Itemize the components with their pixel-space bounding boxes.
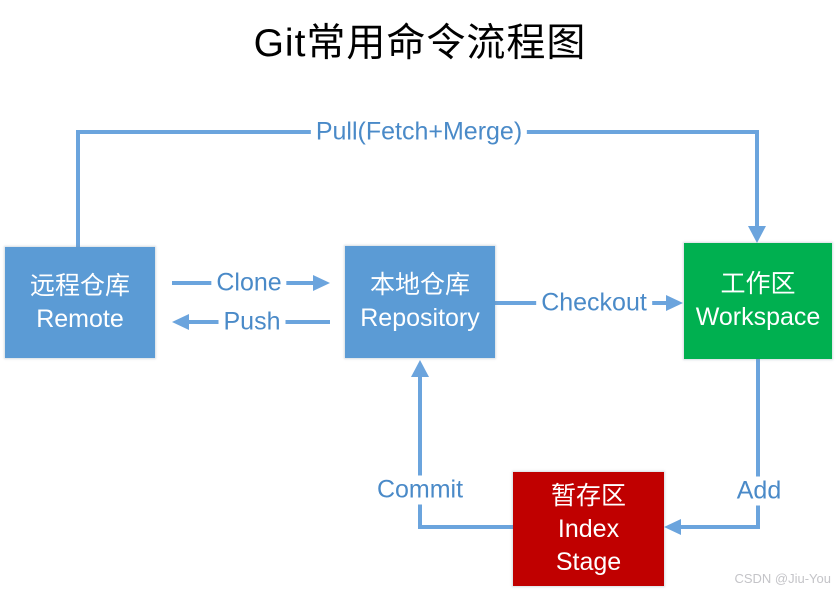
commit-edge-horizontal-segment (418, 525, 513, 529)
checkout-edge-label: Checkout (536, 288, 652, 318)
pull-arrowhead-icon (748, 226, 766, 243)
local-repo-label-zh: 本地仓库 (369, 271, 470, 299)
checkout-arrowhead-icon (666, 295, 683, 311)
watermark: CSDN @Jiu-You (734, 571, 831, 586)
index-stage-label-en2: Stage (555, 547, 622, 576)
push-arrowhead-icon (172, 314, 189, 330)
commit-arrowhead-icon (411, 360, 429, 377)
local-repo-label-en: Repository (360, 304, 480, 332)
index-stage-label-en1: Index (557, 514, 620, 543)
pull-edge-right-segment (755, 130, 759, 226)
workspace-label-en: Workspace (695, 303, 821, 331)
workspace-label-zh: 工作区 (720, 270, 796, 298)
add-arrowhead-icon (664, 519, 681, 535)
commit-edge-label: Commit (371, 475, 469, 505)
add-edge-label: Add (731, 476, 787, 506)
commit-edge-vertical-segment (418, 377, 422, 529)
clone-arrowhead-icon (313, 275, 330, 291)
workspace-node: 工作区 Workspace (684, 243, 832, 359)
add-edge-horizontal-segment (681, 525, 760, 529)
local-repo-node: 本地仓库 Repository (345, 246, 495, 358)
add-edge-vertical-segment (756, 359, 760, 529)
remote-repo-label-zh: 远程仓库 (29, 271, 130, 300)
remote-repo-label-en: Remote (36, 304, 124, 333)
remote-repo-node: 远程仓库 Remote (5, 247, 155, 358)
pull-edge-left-segment (76, 130, 80, 247)
pull-edge-label: Pull(Fetch+Merge) (310, 117, 528, 147)
clone-edge-label: Clone (211, 268, 287, 298)
index-stage-node: 暂存区 Index Stage (513, 472, 664, 586)
push-edge-label: Push (218, 307, 286, 337)
index-stage-label-zh: 暂存区 (550, 481, 626, 510)
diagram-title: Git常用命令流程图 (253, 22, 587, 65)
